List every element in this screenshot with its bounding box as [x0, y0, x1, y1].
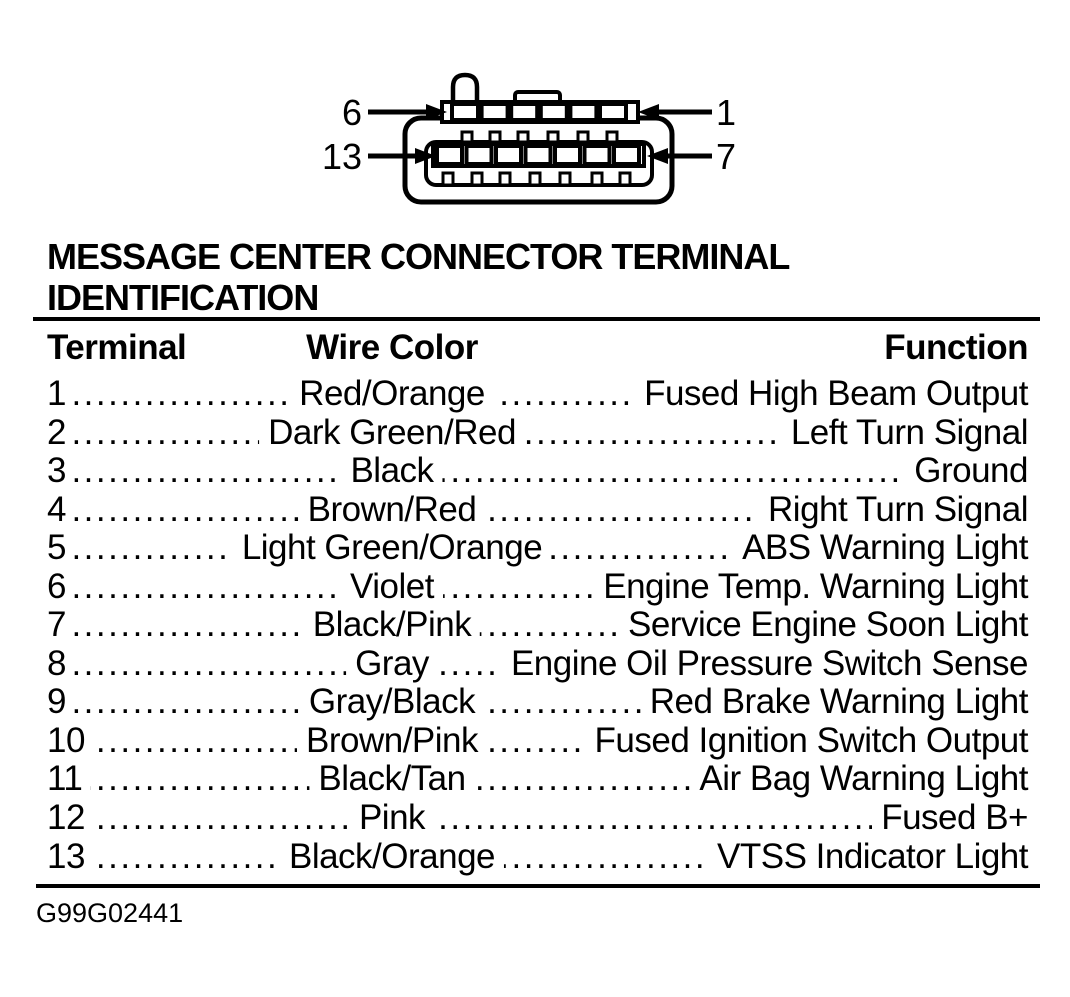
cell-function: Air Bag Warning Light: [690, 760, 1028, 800]
cell-wire-color: Brown/Red: [298, 490, 486, 530]
table-row: 11 Black/Tan Air Bag Warning Light: [47, 760, 1028, 800]
cell-function: Fused B+: [872, 798, 1028, 838]
cell-terminal: 5: [47, 529, 74, 568]
pin-1-arrow: [638, 104, 712, 120]
section-title-line2: IDENTIFICATION: [47, 277, 319, 318]
cell-function: VTSS Indicator Light: [708, 837, 1029, 877]
pin-13-arrow: [368, 148, 436, 164]
section-title: MESSAGE CENTER CONNECTOR TERMINAL IDENTI…: [47, 236, 790, 318]
cell-terminal: 1: [47, 374, 74, 414]
cell-wire-color: Brown/Pink: [296, 721, 488, 761]
table-row: 4 Brown/Red Right Turn Signal: [47, 490, 1028, 530]
cell-terminal: 13: [47, 837, 93, 877]
table-row: 3 Black Ground: [47, 452, 1028, 491]
cell-wire-color: Black: [341, 452, 443, 491]
table-row: 1 Red/Orange Fused High Beam Output: [47, 374, 1028, 414]
connector-diagram: 6 1 13 7: [322, 72, 736, 205]
section-title-line1: MESSAGE CENTER CONNECTOR TERMINAL: [47, 236, 790, 277]
cell-terminal: 8: [47, 644, 74, 684]
cell-function: Right Turn Signal: [759, 490, 1028, 530]
pin-label-6: 6: [342, 92, 362, 133]
cell-function: Fused High Beam Output: [635, 374, 1028, 414]
header-function: Function: [875, 330, 1028, 366]
pin-label-1: 1: [716, 92, 736, 133]
cell-wire-color: Light Green/Orange: [232, 529, 552, 568]
cell-terminal: 11: [47, 760, 91, 800]
cell-wire-color: Red/Orange: [290, 374, 494, 414]
cell-wire-color: Black/Pink: [303, 606, 481, 645]
cell-terminal: 7: [47, 606, 74, 645]
table-row: 7 Black/Pink Service Engine Soon Light: [47, 606, 1029, 645]
connector-upper-cells: [450, 102, 628, 122]
cell-terminal: 12: [47, 798, 93, 838]
table-row: 8 Gray Engine Oil Pressure Switch Sense: [47, 644, 1029, 684]
cell-function: Engine Oil Pressure Switch Sense: [501, 644, 1029, 684]
cell-terminal: 6: [47, 567, 74, 607]
cell-wire-color: Violet: [341, 567, 443, 607]
dot-leader: [47, 452, 1028, 491]
header-terminal: Terminal: [47, 330, 195, 366]
connector-lower-cells: [435, 144, 641, 166]
table-row: 6 Violet Engine Temp. Warning Light: [47, 567, 1028, 607]
connector-bottom-keys: [441, 171, 632, 187]
cell-wire-color: Gray/Black: [299, 683, 485, 722]
cell-function: ABS Warning Light: [733, 529, 1028, 568]
figure-id-label: G99G02441: [36, 898, 184, 928]
cell-wire-color: Gray: [346, 644, 438, 684]
cell-wire-color: Black/Tan: [309, 760, 475, 800]
terminal-table: 1 Red/Orange Fused High Beam Output 2 Da…: [47, 374, 1029, 877]
cell-wire-color: Pink: [349, 798, 435, 838]
connector-bump: [450, 72, 480, 103]
cell-function: Fused Ignition Switch Output: [585, 721, 1029, 761]
table-bottom-rule: [36, 884, 1040, 888]
cell-terminal: 9: [47, 683, 74, 722]
cell-terminal: 3: [47, 452, 74, 491]
cell-function: Engine Temp. Warning Light: [594, 567, 1028, 607]
table-header-row: Terminal Wire Color Function: [47, 330, 1028, 366]
cell-wire-color: Dark Green/Red: [259, 413, 525, 453]
cell-terminal: 2: [47, 413, 74, 453]
table-top-rule: [33, 317, 1040, 321]
cell-wire-color: Black/Orange: [279, 837, 505, 877]
pin-label-13: 13: [322, 136, 362, 177]
table-row: 5 Light Green/Orange ABS Warning Light: [47, 529, 1028, 568]
table-row: 10 Brown/Pink Fused Ignition Switch Outp…: [47, 721, 1029, 761]
table-row: 13 Black/Orange VTSS Indicator Light: [47, 837, 1029, 877]
cell-function: Left Turn Signal: [781, 413, 1029, 453]
cell-terminal: 4: [47, 490, 74, 530]
table-row: 9 Gray/Black Red Brake Warning Light: [47, 683, 1029, 722]
header-wire-color: Wire Color: [297, 330, 487, 366]
cell-function: Service Engine Soon Light: [619, 606, 1029, 645]
pin-label-7: 7: [716, 136, 736, 177]
cell-terminal: 10: [47, 721, 93, 761]
cell-function: Red Brake Warning Light: [640, 683, 1029, 722]
pin-7-arrow: [647, 148, 712, 164]
pin-6-arrow: [368, 104, 447, 120]
table-row: 12 Pink Fused B+: [47, 798, 1028, 838]
table-row: 2 Dark Green/Red Left Turn Signal: [47, 413, 1029, 453]
cell-function: Ground: [905, 452, 1028, 491]
